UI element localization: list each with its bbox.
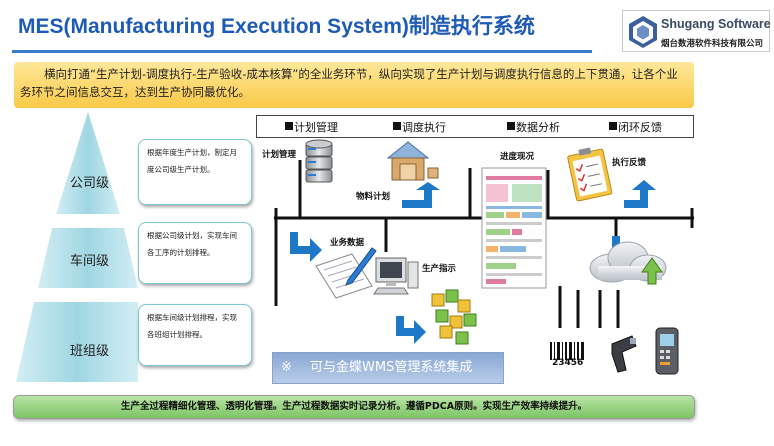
level-team-label: 班组级 (70, 344, 110, 359)
square-bullet-icon (393, 122, 401, 130)
pyramid-top (56, 112, 120, 214)
tab-data-analysis[interactable]: 数据分析 (507, 119, 560, 135)
level-workshop-desc: 根据公司级计划，实现车间各工序的计划排程。 (138, 222, 252, 284)
plan-management-label: 计划管理 (262, 150, 297, 160)
database-server-icon (305, 139, 333, 183)
business-data-label: 业务数据 (330, 238, 365, 248)
level-company-desc: 根据年度生产计划，制定月度公司级生产计划。 (138, 139, 252, 205)
desktop-computer-icon (373, 257, 419, 295)
title-divider (12, 50, 592, 53)
progress-report-document-icon (481, 167, 547, 289)
progress-status-label: 进度现况 (500, 152, 535, 162)
level-company-label: 公司级 (70, 176, 110, 191)
clipboard-checklist-icon (567, 147, 613, 202)
tab-dispatch-execution[interactable]: 调度执行 (393, 119, 446, 135)
level-workshop-label: 车间级 (70, 254, 110, 269)
arrow-business-data-icon (290, 232, 322, 262)
logo-company-name: 烟台数港软件科技有限公司 (661, 39, 764, 49)
intro-banner: 横向打通“生产计划-调度执行-生产验收-成本核算”的全业务环节，纵向实现了生产计… (14, 62, 694, 108)
wms-integration-text: 可与金蝶WMS管理系统集成 (310, 360, 473, 375)
arrow-instruction-icon (396, 316, 426, 344)
tab-plan-management[interactable]: 计划管理 (285, 119, 338, 135)
square-bullet-icon (609, 122, 617, 130)
barcode-scanner-icon (611, 335, 637, 373)
company-logo: Shugang Software 烟台数港软件科技有限公司 (622, 10, 771, 52)
square-bullet-icon (507, 122, 515, 130)
wms-integration-note: ※ 可与金蝶WMS管理系统集成 (272, 352, 504, 384)
warehouse-icon (386, 141, 439, 181)
logo-hexagon-icon (629, 16, 657, 48)
pyramid-base (16, 302, 138, 382)
level-team-desc: 根据车间级计划排程，实现各班组计划排程。 (138, 304, 252, 366)
execution-feedback-label: 执行反馈 (612, 158, 647, 168)
summary-footer: 生产全过程精细化管理、透明化管理。生产过程数据实时记录分析。遵循PDCA原则。实… (13, 395, 695, 419)
production-cubes-icon (431, 289, 477, 345)
hierarchy-pyramid (16, 112, 138, 382)
page-title: MES(Manufacturing Execution System)制造执行系… (18, 15, 535, 38)
production-instruction-label: 生产指示 (422, 264, 457, 274)
function-tab-bar: 计划管理 调度执行 数据分析 闭环反馈 (256, 115, 694, 138)
tab-closed-loop-feedback[interactable]: 闭环反馈 (609, 119, 662, 135)
barcode-icon (548, 342, 588, 362)
pyramid-middle (38, 228, 138, 288)
arrow-feedback-icon (624, 180, 656, 208)
material-plan-label: 物料计划 (356, 192, 391, 202)
handheld-terminal-icon (655, 327, 679, 375)
square-bullet-icon (285, 122, 293, 130)
document-pen-icon (315, 247, 377, 299)
cloud-icon (589, 241, 667, 285)
reference-mark: ※ (281, 360, 292, 375)
barcode-digits: 23456 (552, 358, 584, 368)
logo-name: Shugang Software (661, 17, 771, 31)
arrow-to-warehouse-icon (402, 182, 440, 208)
